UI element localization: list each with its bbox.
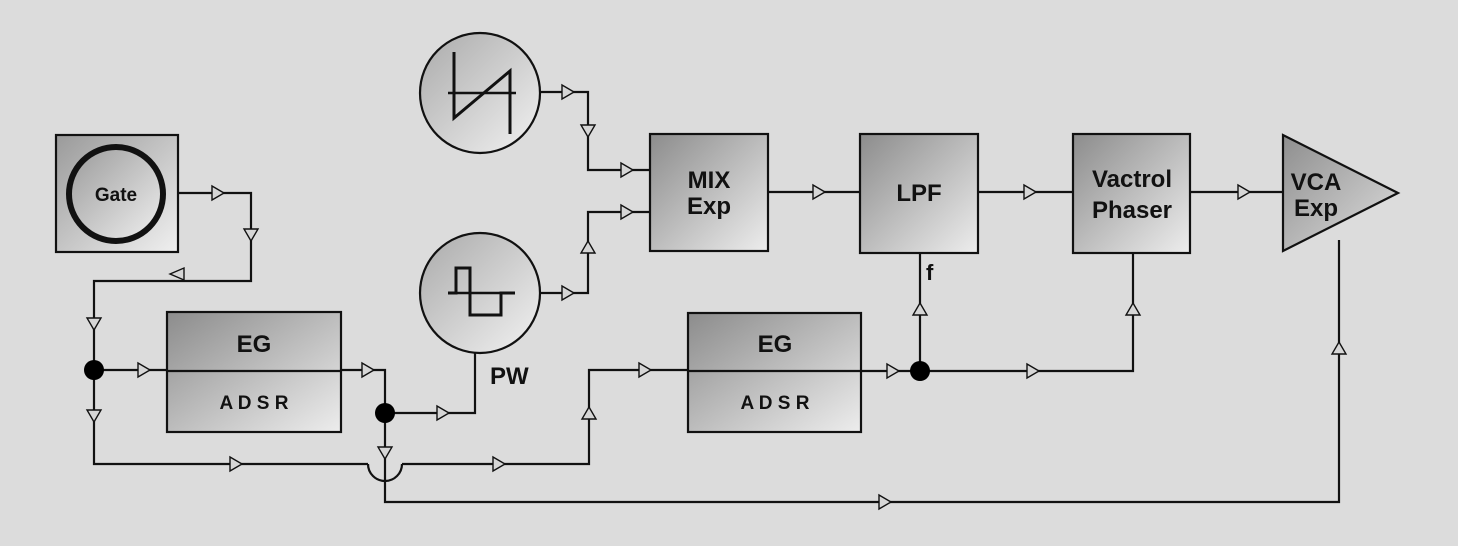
arrow-right-icon: [436, 404, 451, 422]
vca-exp-label: Exp: [1294, 195, 1338, 222]
arrow-right-icon: [211, 184, 226, 202]
vca-triangle: [1281, 133, 1401, 253]
mix-frame: [648, 132, 770, 253]
eg1-block: EG A D S R: [165, 310, 343, 434]
mix-block: MIX Exp: [648, 132, 770, 253]
junction-dot: [84, 360, 104, 380]
lpf-block: LPF f: [858, 132, 980, 285]
arrowheads: [85, 83, 1348, 511]
arrow-right-icon: [561, 284, 576, 302]
arrow-down-icon: [85, 317, 103, 332]
arrow-down-icon: [85, 409, 103, 424]
square-wave-icon: [448, 266, 515, 317]
junctions: [84, 360, 930, 423]
junction-dot: [375, 403, 395, 423]
eg1-title: EG: [237, 331, 272, 358]
arrow-up-icon: [1330, 340, 1348, 355]
arrow-right-icon: [229, 455, 244, 473]
eg2-frame: [686, 311, 863, 434]
junction-dot: [910, 361, 930, 381]
arrow-up-icon: [580, 405, 598, 420]
arrow-up-icon: [168, 266, 185, 282]
lpf-frame: [858, 132, 980, 255]
eg2-adsr: A D S R: [741, 393, 810, 414]
pw-label: PW: [490, 363, 529, 390]
square-oscillator: PW: [418, 231, 542, 390]
arrow-right-icon: [886, 362, 901, 380]
wire-saw-mix: [541, 90, 650, 172]
arrow-right-icon: [620, 203, 635, 221]
lpf-label: LPF: [896, 180, 941, 207]
wire-eg2-phaser: [920, 254, 1135, 373]
eg2-title: EG: [758, 331, 793, 358]
arrow-up-icon: [579, 239, 597, 254]
arrow-right-icon: [492, 455, 507, 473]
wire-gate-eg2: [92, 370, 368, 466]
wire-eg1-pw: [385, 352, 477, 415]
arrow-down-icon: [242, 228, 260, 243]
arrow-right-icon: [620, 161, 635, 179]
gate-ring: [66, 144, 166, 244]
arrow-right-icon: [361, 361, 376, 379]
phaser-label: Vactrol: [1092, 166, 1172, 193]
phaser-frame: [1071, 132, 1192, 255]
arrow-down-icon: [579, 124, 597, 139]
wire-eg1-out: [341, 368, 387, 413]
phaser-block: Vactrol Phaser: [1071, 132, 1192, 255]
sawtooth-icon: [452, 52, 512, 134]
phaser-label-2: Phaser: [1092, 197, 1172, 224]
mix-exp-label: Exp: [687, 193, 731, 220]
eg2-block: EG A D S R: [686, 311, 863, 434]
arrow-right-icon: [561, 83, 576, 101]
wire-gate-out: [92, 191, 253, 370]
arrow-right-icon: [1023, 183, 1038, 201]
cutoff-f-label: f: [926, 260, 934, 285]
arrow-right-icon: [1237, 183, 1252, 201]
arrow-up-icon: [911, 301, 929, 316]
mix-label: MIX: [688, 167, 731, 194]
arrow-right-icon: [137, 361, 152, 379]
arrow-up-icon: [1124, 301, 1142, 316]
gate-label: Gate: [95, 185, 137, 206]
gate-block: Gate: [54, 133, 180, 254]
arrow-right-icon: [812, 183, 827, 201]
arrow-right-icon: [1026, 362, 1041, 380]
arrow-right-icon: [878, 493, 893, 511]
vca-block: VCA Exp: [1281, 133, 1401, 253]
vca-label: VCA: [1291, 169, 1342, 196]
saw-oscillator: [418, 31, 542, 155]
arrow-right-icon: [638, 361, 653, 379]
wire-gate-eg2-b: [402, 368, 687, 466]
eg1-adsr: A D S R: [220, 393, 289, 414]
arrow-down-icon: [376, 446, 394, 461]
